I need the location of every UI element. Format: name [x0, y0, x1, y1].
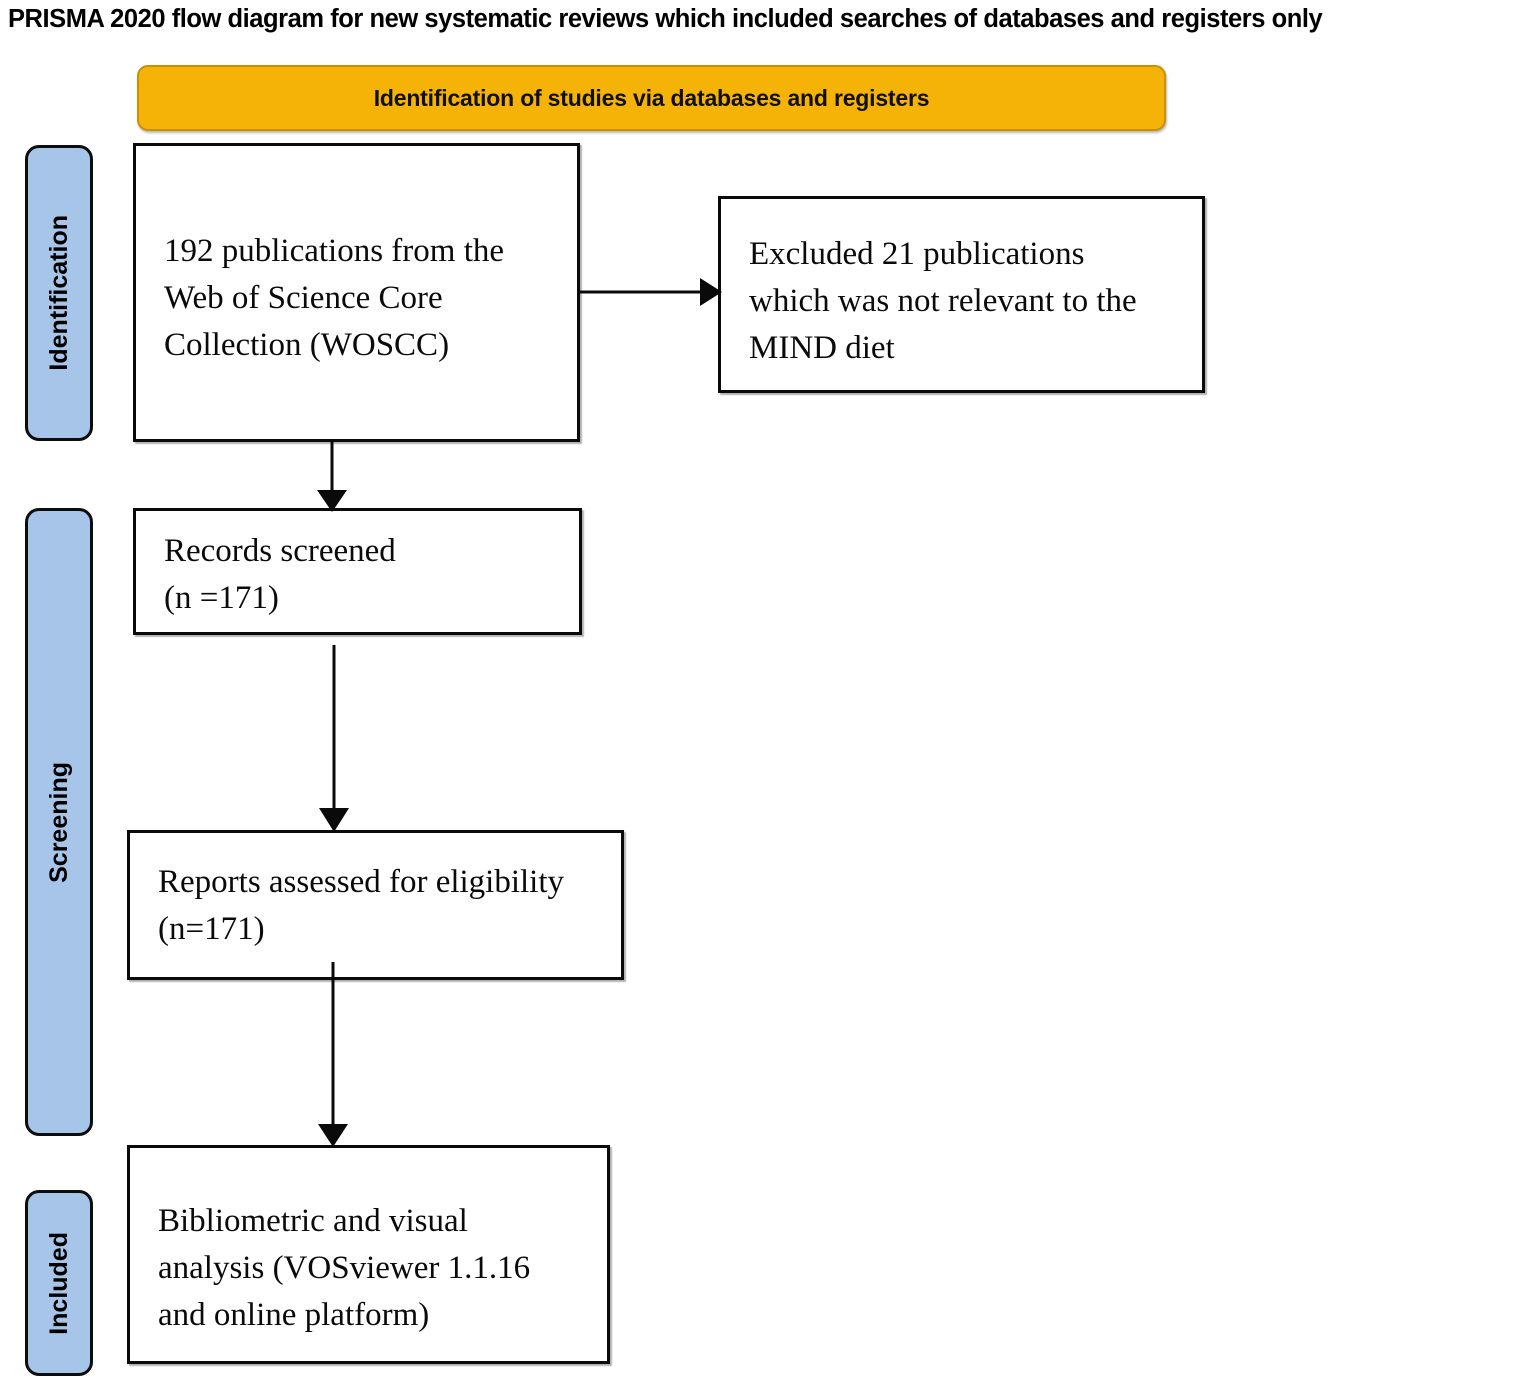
box-text-line: Records screened	[164, 533, 396, 569]
box-records-screened: Records screened (n =171)	[133, 508, 582, 635]
box-included-analysis-text: Bibliometric and visual analysis (VOSvie…	[158, 1198, 593, 1339]
box-text-line: Collection (WOSCC)	[164, 326, 450, 363]
box-text-line: MIND diet	[749, 329, 895, 366]
box-text-line: and online platform)	[158, 1296, 430, 1333]
phase-label-included: Included	[44, 1231, 73, 1335]
box-text-line: Excluded 21 publications	[749, 236, 1085, 272]
box-records-identified-text: 192 publications from the Web of Science…	[164, 228, 563, 369]
box-reports-eligibility-text: Reports assessed for eligibility (n=171)	[158, 859, 607, 953]
arrow-identified-to-screened	[317, 442, 347, 512]
arrow-identified-to-excluded	[578, 278, 722, 306]
box-text-line: (n =171)	[164, 579, 279, 616]
box-records-excluded-text: Excluded 21 publications which was not r…	[749, 231, 1188, 372]
box-records-identified: 192 publications from the Web of Science…	[133, 143, 580, 442]
stage-banner-label: Identification of studies via databases …	[373, 84, 930, 111]
phase-bar-identification: Identification	[25, 145, 93, 441]
arrow-screened-to-eligibility	[319, 645, 349, 832]
box-text-line: 192 publications from the	[164, 233, 505, 269]
diagram-title: PRISMA 2020 flow diagram for new systema…	[8, 5, 1323, 33]
phase-bar-included: Included	[25, 1190, 93, 1376]
box-text-line: Bibliometric and visual	[158, 1203, 468, 1239]
box-text-line: which was not relevant to the	[749, 282, 1137, 319]
box-records-excluded: Excluded 21 publications which was not r…	[718, 196, 1205, 393]
phase-label-screening: Screening	[44, 761, 73, 883]
box-text-line: Reports assessed for eligibility	[158, 864, 565, 900]
identification-stage-banner: Identification of studies via databases …	[137, 65, 1166, 131]
box-text-line: analysis (VOSviewer 1.1.16	[158, 1249, 531, 1286]
box-records-screened-text: Records screened (n =171)	[164, 528, 565, 622]
phase-bar-screening: Screening	[25, 508, 93, 1136]
box-text-line: Web of Science Core	[164, 279, 443, 316]
box-included-analysis: Bibliometric and visual analysis (VOSvie…	[127, 1145, 610, 1364]
box-text-line: (n=171)	[158, 910, 265, 947]
box-reports-assessed-for-eligibility: Reports assessed for eligibility (n=171)	[127, 830, 624, 980]
arrow-eligibility-to-included	[318, 962, 348, 1147]
phase-label-identification: Identification	[44, 215, 73, 371]
